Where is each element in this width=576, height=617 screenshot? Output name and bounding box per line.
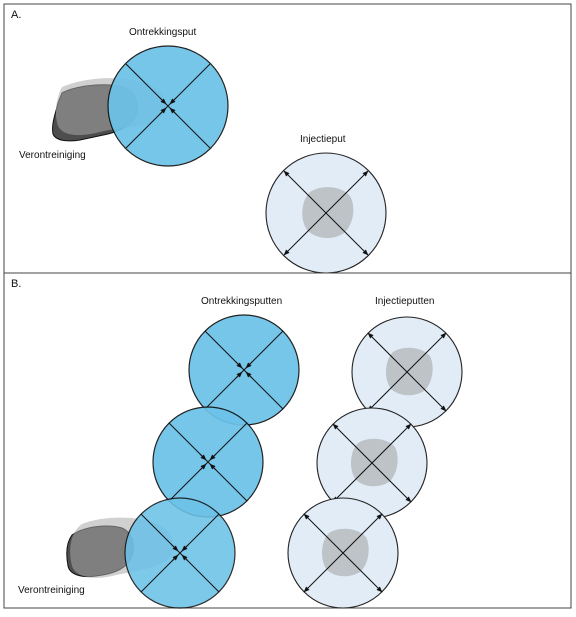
panel-a-letter: A. <box>11 9 21 21</box>
injection-well-label: Injectieput <box>300 134 346 145</box>
panel-a: A. Verontreiniging Ontrekkingsput Inject… <box>3 3 572 274</box>
injection-well-middle <box>316 407 428 519</box>
contamination-label: Verontreiniging <box>18 585 85 596</box>
extraction-wells <box>124 314 300 609</box>
injection-wells <box>287 316 463 609</box>
extraction-well: Ontrekkingsput <box>107 27 229 167</box>
injection-well: Injectieput <box>265 134 387 274</box>
extraction-well-bottom <box>124 497 236 609</box>
extraction-well-label: Ontrekkingsput <box>129 27 196 38</box>
extraction-wells-label: Ontrekkingsputten <box>201 296 282 307</box>
extraction-well-top <box>188 314 300 426</box>
injection-inner-blob <box>302 187 354 239</box>
panel-b-letter: B. <box>11 278 21 290</box>
extraction-cross-line <box>125 63 211 149</box>
inward-arrows <box>158 96 178 116</box>
extraction-well-middle <box>152 406 264 518</box>
injection-wells-label: Injectieputten <box>375 296 435 307</box>
contamination-label: Verontreiniging <box>19 150 86 161</box>
panel-b: B. Ontrekkingsputten Injectieputten Vero… <box>3 272 572 609</box>
injection-well-top <box>351 316 463 428</box>
injection-well-bottom <box>287 497 399 609</box>
